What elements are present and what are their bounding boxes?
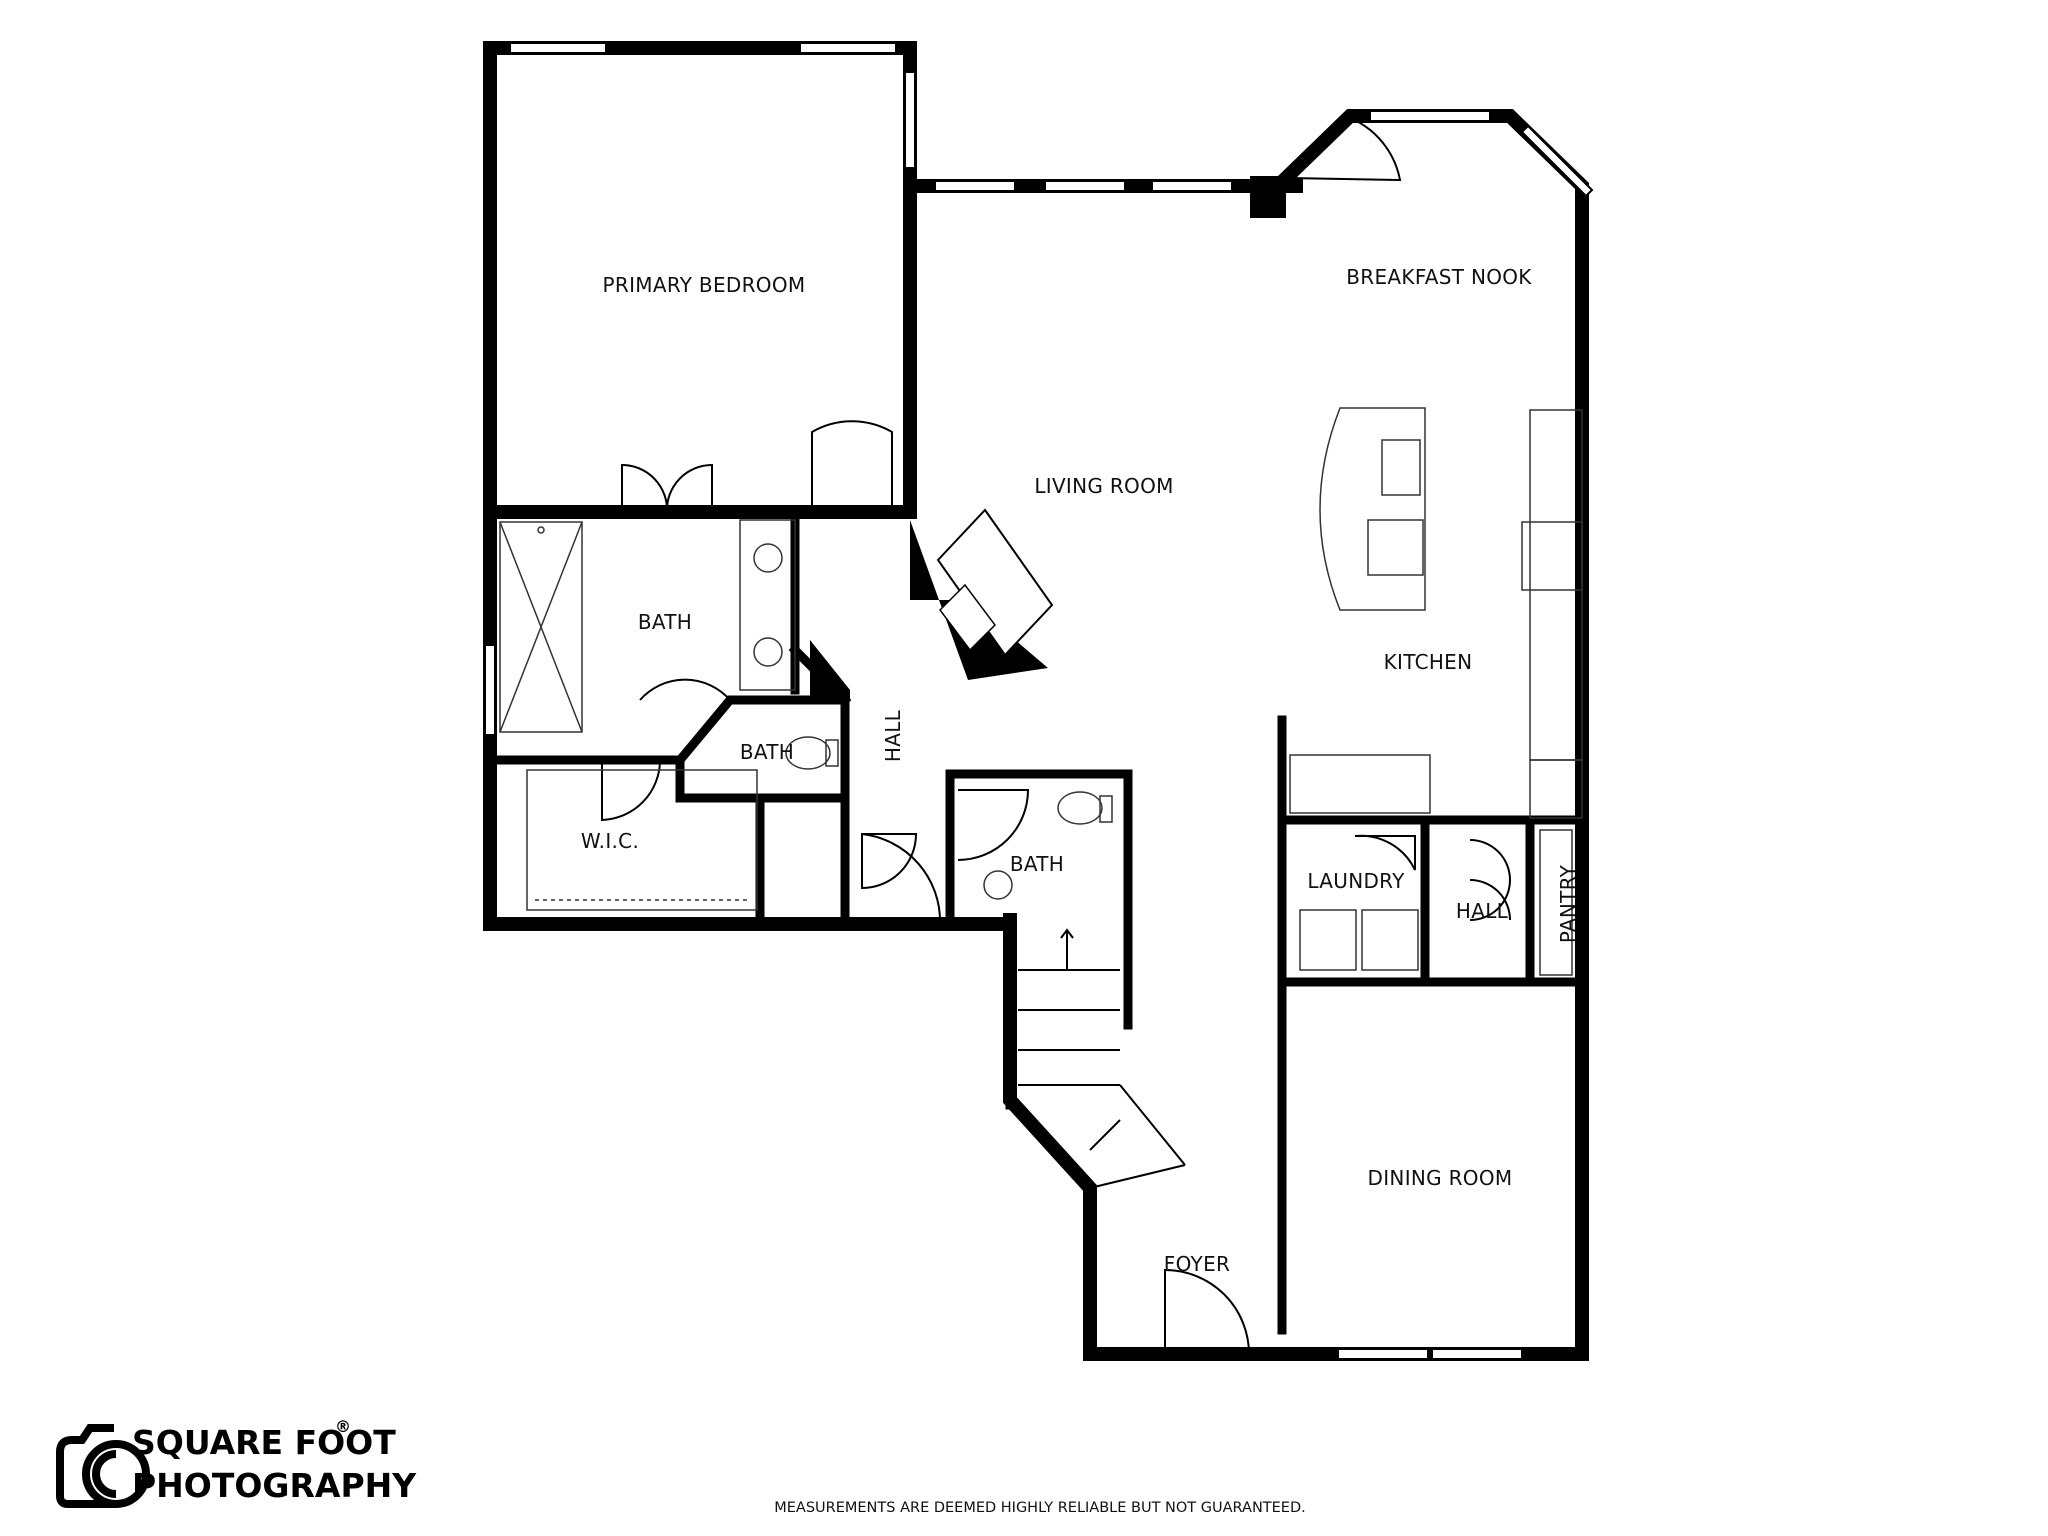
- toilet-tank: [825, 739, 839, 767]
- kitchen-counter: [1529, 409, 1583, 761]
- door-swing: [1287, 116, 1402, 182]
- label-pantry: PANTRY: [1556, 864, 1580, 943]
- door-swing: [1469, 839, 1511, 881]
- camera-logo-icon: [56, 1424, 150, 1508]
- logo-line1: SQUARE FOOT: [132, 1423, 396, 1462]
- door-swing: [665, 463, 713, 513]
- kitchen-island: [1319, 407, 1426, 611]
- pantry-shelf: [1539, 829, 1573, 976]
- window: [1369, 110, 1491, 122]
- shower-head: [537, 526, 545, 534]
- fireplace-insert: [939, 583, 996, 652]
- door-swing: [861, 833, 918, 890]
- door-swing: [1469, 879, 1511, 921]
- island-sink: [1381, 439, 1421, 496]
- island-dishwasher: [1367, 519, 1424, 576]
- door-swing: [811, 420, 893, 512]
- logo-registered-mark: ®: [335, 1417, 351, 1436]
- label-bath-primary: BATH: [638, 610, 692, 634]
- range: [1521, 521, 1583, 591]
- interior-walls: [485, 507, 1587, 1335]
- door-swing: [639, 678, 732, 761]
- counter: [1289, 754, 1431, 814]
- wall-halfbath: [945, 769, 1133, 929]
- refrigerator: [1529, 759, 1583, 819]
- stairs: [1018, 928, 1186, 1189]
- footer-disclaimer: MEASUREMENTS ARE DEEMED HIGHLY RELIABLE …: [774, 1500, 1306, 1516]
- stair-tread: [1119, 1084, 1186, 1166]
- wall-bedroom-west: [483, 41, 917, 931]
- label-bath-half: BATH: [1010, 852, 1064, 876]
- company-logo: SQUARE FOOT PHOTOGRAPHY ®: [56, 1417, 417, 1508]
- door-swing: [1164, 1268, 1250, 1355]
- logo-line2: PHOTOGRAPHY: [132, 1466, 417, 1505]
- walls: [483, 41, 1589, 1361]
- label-primary-bedroom: PRIMARY BEDROOM: [603, 273, 806, 297]
- sink: [753, 637, 783, 667]
- label-hall-utility: HALL: [1456, 899, 1509, 923]
- toilet: [785, 736, 831, 770]
- window: [509, 42, 607, 54]
- windows: [484, 42, 1594, 1360]
- closet-shelf: [526, 769, 758, 911]
- window: [1431, 1348, 1523, 1360]
- shower: [499, 521, 583, 733]
- label-bath-toilet: BATH: [740, 740, 794, 764]
- nook-column: [1250, 176, 1286, 218]
- label-foyer: FOYER: [1164, 1252, 1230, 1276]
- stair-arrow: [1060, 928, 1074, 939]
- window: [934, 180, 1016, 192]
- door-swing: [1354, 834, 1416, 871]
- label-hall-main: HALL: [881, 709, 905, 762]
- door-swing: [1469, 879, 1511, 921]
- window: [1151, 180, 1233, 192]
- stair-tread: [1089, 1119, 1121, 1151]
- door-swing: [957, 789, 1030, 861]
- hall-wall-chunk: [810, 640, 850, 700]
- room-labels: PRIMARY BEDROOM BREAKFAST NOOK LIVING RO…: [581, 265, 1580, 1276]
- label-dining-room: DINING ROOM: [1368, 1166, 1513, 1190]
- shower-x: [499, 521, 583, 733]
- label-kitchen: KITCHEN: [1384, 650, 1473, 674]
- vanity: [739, 519, 796, 691]
- dryer: [1361, 909, 1419, 971]
- label-wic: W.I.C.: [581, 829, 639, 853]
- window: [799, 42, 897, 54]
- window: [904, 71, 916, 169]
- window: [1337, 1348, 1429, 1360]
- door-swing: [601, 759, 661, 822]
- door-swing: [861, 833, 942, 925]
- washer: [1299, 909, 1357, 971]
- label-laundry: LAUNDRY: [1307, 869, 1405, 893]
- sink: [753, 543, 783, 573]
- window: [1520, 124, 1594, 198]
- window: [1044, 180, 1126, 192]
- label-breakfast-nook: BREAKFAST NOOK: [1346, 265, 1532, 289]
- sink: [983, 870, 1013, 900]
- doors: [601, 116, 1511, 1355]
- window: [484, 644, 496, 736]
- door-swing: [621, 463, 669, 513]
- toilet-tank: [1099, 795, 1113, 823]
- stair-tread: [1089, 1164, 1186, 1189]
- label-living-room: LIVING ROOM: [1034, 474, 1173, 498]
- fixtures: [499, 407, 1583, 976]
- toilet: [1057, 791, 1103, 825]
